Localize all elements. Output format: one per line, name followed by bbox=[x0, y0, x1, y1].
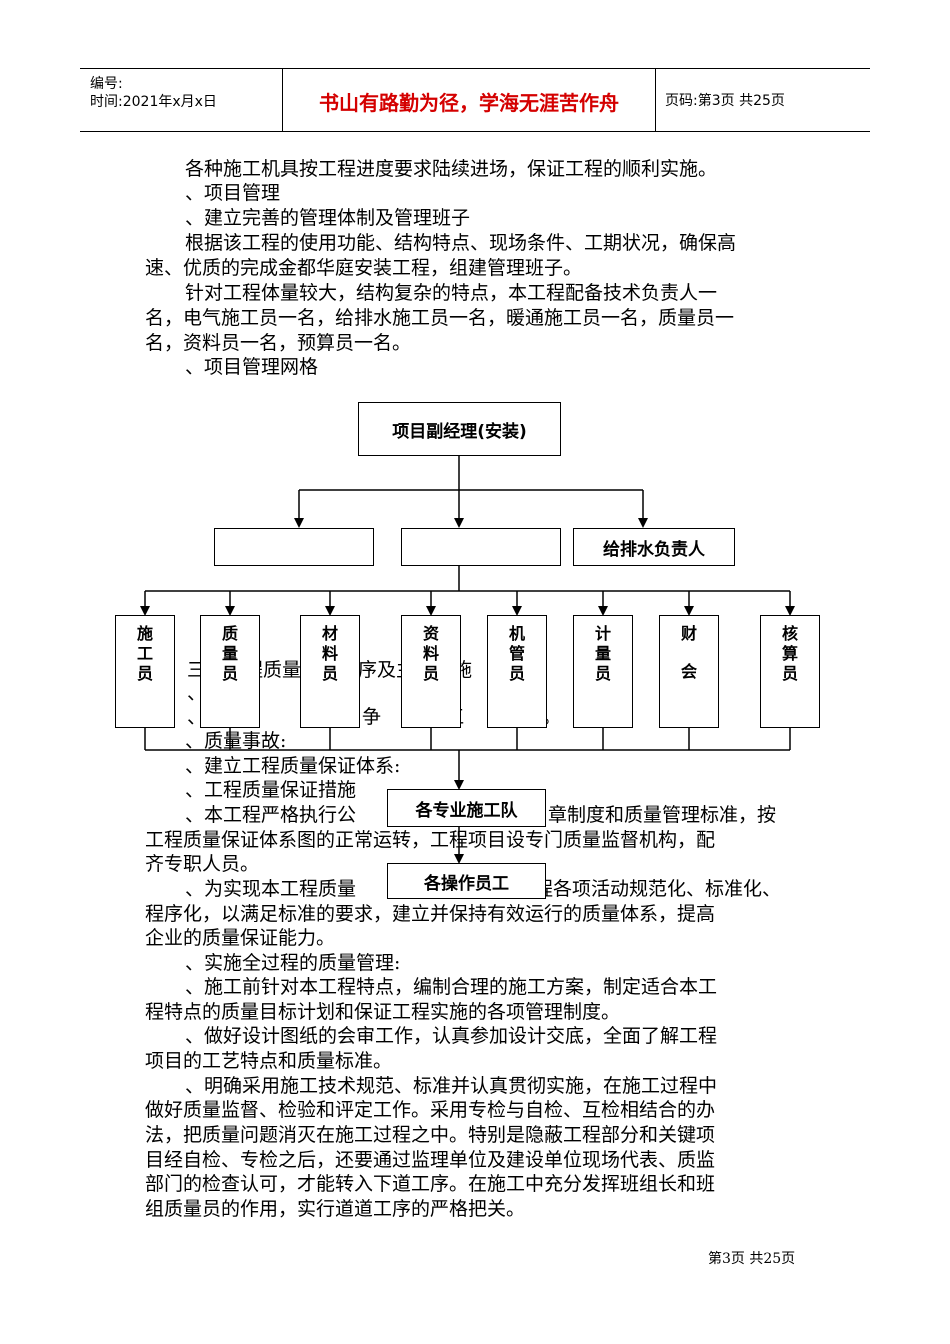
text-line: 程序化，以满足标准的要求，建立并保持有效运行的质量体系，提高 bbox=[145, 903, 716, 925]
role-char: 员 bbox=[221, 664, 238, 683]
role-char: 机 bbox=[508, 624, 525, 643]
text-line: 、为实现本工程质量 bbox=[185, 878, 357, 900]
role-char: 计 bbox=[594, 624, 611, 643]
role-char: 料 bbox=[321, 644, 338, 663]
time-label: 时间:2021年x月x日 bbox=[90, 94, 217, 110]
role-char: 材 bbox=[321, 624, 338, 643]
page-header: 编号: 时间:2021年x月x日 书山有路勤为径，学海无涯苦作舟 页码:第3页 … bbox=[80, 68, 870, 132]
text-line: 组质量员的作用，实行道道工序的严格把关。 bbox=[145, 1198, 526, 1220]
org-box-top-label: 项目副经理(安装) bbox=[392, 421, 527, 442]
text-line: 、项目管理 bbox=[185, 182, 281, 204]
text-line: 做好质量监督、检验和评定工作。采用专检与自检、互检相结合的办 bbox=[145, 1099, 716, 1121]
header-center: 书山有路勤为径，学海无涯苦作舟 bbox=[282, 69, 656, 131]
role-char: 量 bbox=[594, 644, 611, 663]
role-char: 料 bbox=[422, 644, 439, 663]
role-char: 施 bbox=[136, 624, 153, 643]
role-char: 资 bbox=[422, 624, 439, 643]
text-line: 、建立工程质量保证体系: bbox=[185, 755, 401, 777]
org-box-mid-3-label: 给排水负责人 bbox=[603, 539, 705, 560]
role-char: 员 bbox=[422, 664, 439, 683]
role-char: 算 bbox=[781, 644, 798, 663]
text-line: 名，电气施工员一名，给排水施工员一名，暖通施工员一名，质量员一 bbox=[145, 307, 735, 329]
role-char: 工 bbox=[136, 644, 153, 663]
org-box-mid-1 bbox=[214, 528, 374, 566]
text-line: 各种施工机具按工程进度要求陆续进场，保证工程的顺利实施。 bbox=[185, 158, 718, 180]
text-line: 、明确采用施工技术规范、标准并认真贯彻实施，在施工过程中 bbox=[185, 1075, 718, 1097]
text-line: 工程质量保证体系图的正常运转，工程项目设专门质量监督机构，配 bbox=[145, 829, 716, 851]
text-line: 、工程质量保证措施 bbox=[185, 779, 357, 801]
org-role-box: 材 料 员 bbox=[300, 615, 360, 728]
number-label: 编号: bbox=[90, 76, 123, 92]
org-box-team-label: 各专业施工队 bbox=[415, 800, 518, 821]
role-char: 质 bbox=[221, 624, 238, 643]
role-char: 员 bbox=[508, 664, 525, 683]
role-char: 员 bbox=[136, 664, 153, 683]
org-role-box: 施 工 员 bbox=[115, 615, 175, 728]
org-box-workers: 各操作员工 bbox=[387, 863, 546, 899]
text-line: 企业的质量保证能力。 bbox=[145, 927, 336, 949]
header-right: 页码:第3页 共25页 bbox=[655, 69, 870, 131]
org-role-box: 计 量 员 bbox=[573, 615, 633, 728]
text-line: 部门的检查认可，才能转入下道工序。在施工中充分发挥班组长和班 bbox=[145, 1173, 716, 1195]
text-line: 、施工前针对本工程特点，编制合理的施工方案，制定适合本工 bbox=[185, 976, 718, 998]
text-line: 项目的工艺特点和质量标准。 bbox=[145, 1050, 393, 1072]
role-char: 管 bbox=[508, 644, 525, 663]
text-line: 针对工程体量较大，结构复杂的特点，本工程配备技术负责人一 bbox=[185, 282, 718, 304]
text-line: 、建立完善的管理体制及管理班子 bbox=[185, 207, 471, 229]
org-box-workers-label: 各操作员工 bbox=[424, 873, 509, 894]
role-char: 会 bbox=[680, 662, 697, 681]
hidden-text: 争 bbox=[362, 706, 382, 728]
role-char: 财 bbox=[680, 624, 697, 643]
text-line: 、实施全过程的质量管理: bbox=[185, 952, 401, 974]
org-box-top: 项目副经理(安装) bbox=[358, 402, 561, 456]
page-footer: 第3页 共25页 bbox=[708, 1251, 796, 1267]
motto: 书山有路勤为径，学海无涯苦作舟 bbox=[319, 91, 619, 115]
text-line: 速、优质的完成金都华庭安装工程，组建管理班子。 bbox=[145, 257, 583, 279]
text-line: 根据该工程的使用功能、结构特点、现场条件、工期状况，确保高 bbox=[185, 232, 737, 254]
text-line: 齐专职人员。 bbox=[145, 853, 260, 875]
header-left: 编号: 时间:2021年x月x日 bbox=[80, 69, 282, 131]
page-info: 页码:第3页 共25页 bbox=[665, 93, 785, 109]
text-line: 、做好设计图纸的会审工作，认真参加设计交底，全面了解工程 bbox=[185, 1025, 718, 1047]
org-role-box: 机 管 员 bbox=[487, 615, 547, 728]
text-line: 程各项活动规范化、标准化、 bbox=[534, 878, 782, 900]
org-box-mid-3: 给排水负责人 bbox=[573, 528, 735, 566]
org-role-box: 资 料 员 bbox=[401, 615, 461, 728]
text-line: 、质量事故: bbox=[185, 730, 287, 752]
role-char: 员 bbox=[781, 664, 798, 683]
org-box-team: 各专业施工队 bbox=[387, 789, 546, 827]
role-char: 核 bbox=[781, 624, 798, 643]
org-role-box: 核 算 员 bbox=[760, 615, 820, 728]
org-box-mid-2 bbox=[401, 528, 561, 566]
text-line: 、项目管理网格 bbox=[185, 356, 319, 378]
org-role-box: 财 会 bbox=[659, 615, 719, 728]
text-line: 目经自检、专检之后，还要通过监理单位及建设单位现场代表、质监 bbox=[145, 1149, 716, 1171]
role-char: 员 bbox=[321, 664, 338, 683]
role-char: 量 bbox=[221, 644, 238, 663]
text-line: 章制度和质量管理标准，按 bbox=[548, 804, 777, 826]
text-line: 名，资料员一名，预算员一名。 bbox=[145, 332, 412, 354]
org-role-box: 质 量 员 bbox=[200, 615, 260, 728]
text-line: 程特点的质量目标计划和保证工程实施的各项管理制度。 bbox=[145, 1001, 621, 1023]
text-line: 法，把质量问题消灭在施工过程之中。特别是隐蔽工程部分和关键项 bbox=[145, 1124, 716, 1146]
text-line: 、本工程严格执行公 bbox=[185, 804, 357, 826]
role-char: 员 bbox=[594, 664, 611, 683]
